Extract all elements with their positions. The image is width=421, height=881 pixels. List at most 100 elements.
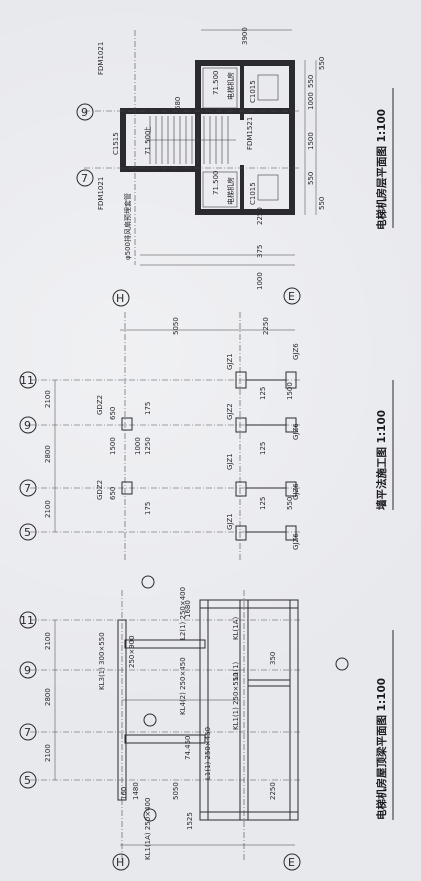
wall-v125-b: 125 [259, 442, 267, 455]
dim-1500-a: 1500 [307, 132, 315, 150]
wall-dim-5050: 5050 [172, 317, 180, 335]
wall-v125-c: 125 [259, 497, 267, 510]
section-marker-4 [335, 657, 349, 671]
beam-dim-1680: 1680 [184, 600, 192, 618]
axis-label-5-mid: 5 [24, 526, 31, 539]
beam-l1: L1(1) [232, 661, 240, 680]
dim-550-d: 550 [318, 197, 326, 210]
beam-lw: 250×900 [128, 635, 136, 668]
wall-gjz1-a: GJZ1 [226, 353, 234, 370]
dim-550-c: 550 [318, 57, 326, 70]
axis-bubble-9-top [76, 103, 94, 121]
section-marker-3 [141, 575, 155, 589]
door-fdm1521: FDM1521 [246, 117, 254, 150]
axis-bubble-5-mid [19, 523, 37, 541]
machine-room-plan: 9 7 3900 550 1000 1500 550 550 550 2250 … [76, 27, 394, 290]
door-fdm1021-b: FDM1021 [97, 177, 105, 210]
dim-2250-top: 2250 [256, 207, 264, 225]
wall-dim-2100-a: 2100 [44, 390, 52, 408]
stair-up-label: 上 [143, 126, 152, 133]
title-machine-room-plan: 电梯机房层平面图 1:100 [375, 109, 388, 230]
axis-label-7-bot: 7 [24, 726, 31, 739]
wall-construction-plan: 11 9 7 5 2100 2800 2100 5050 2250 GJZ1 G… [19, 312, 394, 560]
axis-label-9-top: 9 [81, 106, 88, 119]
axis-bubble-9-bot [19, 661, 37, 679]
axis-label-E-bot: E [288, 856, 295, 869]
beam-dim-2100-b: 2100 [44, 744, 52, 762]
axis-label-9-bot: 9 [24, 664, 31, 677]
axis-label-7-top: 7 [81, 172, 88, 185]
beam-dim-2100-a: 2100 [44, 632, 52, 650]
wall-gjz6-c: GJZ6 [292, 483, 300, 500]
beam-kl3: KL3(1) 300×550 [98, 632, 106, 690]
wall-gjz1-c: GJZ1 [226, 513, 234, 530]
wall-v175-b: 175 [144, 502, 152, 515]
level-71500-a: 71.500 [212, 71, 220, 96]
beam-dim-2800: 2800 [44, 688, 52, 706]
axis-bubble-11-mid [19, 371, 37, 389]
axis-label-E-mid: E [288, 290, 295, 303]
axis-label-11-bot: 11 [20, 614, 34, 627]
window-c1015-b: C1015 [249, 182, 257, 205]
axis-label-9-mid: 9 [24, 419, 31, 432]
axis-label-5-bot: 5 [24, 774, 31, 787]
beam-dim-1480: 1480 [132, 782, 140, 800]
dim-550-b: 550 [307, 172, 315, 185]
beam-kl1a: KL1(1A) 250×400 [144, 798, 152, 860]
section-marker-2 [143, 808, 157, 822]
beam-l1b: L1(1) 250×450 [204, 727, 212, 780]
beam-elev: 74.450 [184, 736, 192, 761]
beam-dim-1525: 1525 [186, 812, 194, 830]
window-c1515: C1515 [112, 132, 120, 155]
dim-1000-b: 1000 [256, 272, 264, 290]
wall-dim-2250: 2250 [262, 317, 270, 335]
section-marker-1 [143, 713, 157, 727]
axis-bubble-7-bot [19, 723, 37, 741]
room-name-2: 电梯机房 [226, 177, 235, 205]
wall-gdz2-a: GDZ2 [96, 395, 104, 415]
dim-680: 680 [174, 97, 182, 110]
wall-gjz6-b: GJZ6 [292, 423, 300, 440]
wall-v650-a: 650 [109, 407, 117, 420]
axis-label-H-bot: H [116, 856, 124, 869]
dim-550-a: 550 [307, 75, 315, 88]
vent-note: φ500排风扇预埋套管 [123, 193, 132, 260]
wall-gjz2: GJZ2 [226, 403, 234, 420]
beam-kl4: KL4(2) 250×450 [179, 657, 187, 715]
axis-bubble-E-mid [283, 287, 301, 305]
wall-gjz6-d: GJZ6 [292, 533, 300, 550]
dim-375: 375 [256, 245, 264, 258]
level-71500-c: 71.500 [144, 131, 152, 156]
door-fdm1021-a: FDM1021 [97, 42, 105, 75]
dim-3900: 3900 [241, 27, 249, 45]
dim-1000-a: 1000 [307, 92, 315, 110]
axis-bubble-H-bot [112, 853, 130, 871]
room-name-1: 电梯机房 [226, 72, 235, 100]
title-wall-construction: 墙平法施工图 1:100 [375, 410, 388, 510]
wall-gjz6-a: GJZ6 [292, 343, 300, 360]
axis-bubble-E-bot [283, 853, 301, 871]
axis-bubble-11-bot [19, 611, 37, 629]
wall-v1500: 1500 [109, 437, 117, 455]
axis-label-H-mid: H [116, 292, 124, 305]
stair-lines [146, 116, 236, 164]
level-71500-b: 71.500 [212, 171, 220, 196]
title-roof-beam-plan: 电梯机房屋顶梁平面图 1:100 [375, 678, 388, 820]
wall-gdz2-b: GDZ2 [96, 480, 104, 500]
beam-dim-2250: 2250 [269, 782, 277, 800]
roof-beam-plan: 11 9 7 5 H E 2100 2800 2100 5050 2250 14… [19, 575, 394, 871]
beam-kl-small: KL(1A) [232, 617, 240, 640]
axis-bubble-H-mid [112, 289, 130, 307]
wall-v175-a: 175 [144, 402, 152, 415]
wall-v550: 550 [286, 497, 294, 510]
wall-v1000: 1000 [134, 437, 142, 455]
axis-bubble-7-top [76, 169, 94, 187]
beam-dim-5050: 5050 [172, 782, 180, 800]
wall-v1250: 1250 [144, 437, 152, 455]
wall-v650-b: 650 [109, 487, 117, 500]
wall-v1500-b: 1500 [286, 382, 294, 400]
wall-v125-a: 125 [259, 387, 267, 400]
axis-label-11-mid: 11 [20, 374, 34, 387]
